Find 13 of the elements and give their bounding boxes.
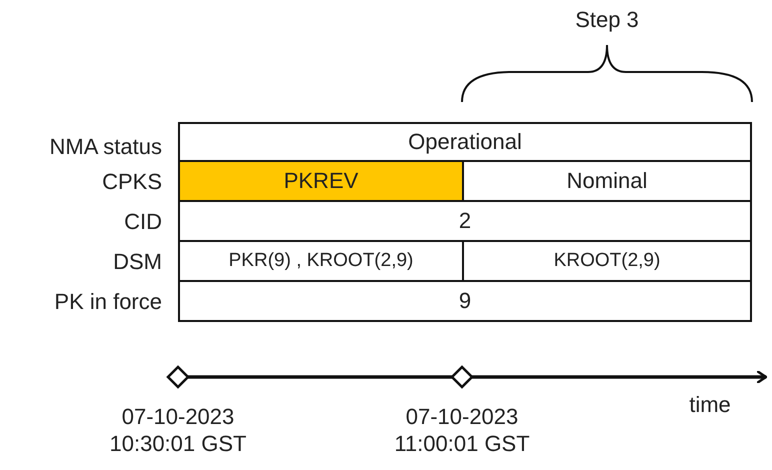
row-label: NMA status xyxy=(48,133,162,162)
row-label: PK in force xyxy=(53,288,162,316)
row-label: CPKS xyxy=(101,168,162,196)
axis-label: time xyxy=(688,391,732,420)
timeline-cell: 9 xyxy=(178,280,752,322)
timeline-cell: PKREV xyxy=(178,160,464,202)
date-label: 07-10-2023 11:00:01 GST xyxy=(393,402,531,458)
step-label: Step 3 xyxy=(574,6,640,34)
row-label: CID xyxy=(123,208,162,236)
date-label: 07-10-2023 10:30:01 GST xyxy=(108,402,248,458)
row-label: DSM xyxy=(112,248,162,276)
timeline-cell: 2 xyxy=(178,200,752,242)
timeline-cell: Operational xyxy=(178,122,752,162)
